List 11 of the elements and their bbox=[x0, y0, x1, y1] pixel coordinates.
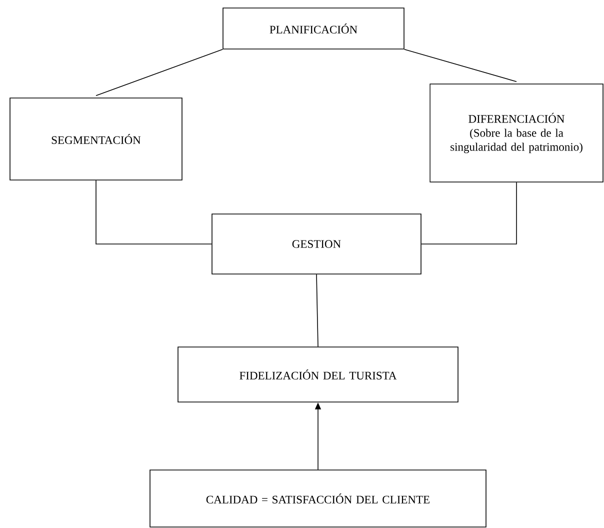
process-box: CALIDAD = SATISFACCIÓN DEL CLIENTE bbox=[150, 470, 486, 528]
process-box: FIDELIZACIÓN DEL TURISTA bbox=[178, 346, 458, 402]
connector-line bbox=[96, 180, 212, 244]
process-box: DIFERENCIACIÓN (Sobre la base de la singularidad del patrimonio) bbox=[430, 84, 604, 182]
connector-line bbox=[316, 274, 318, 347]
process-box: SEGMENTACIÓN bbox=[10, 98, 182, 180]
process-box: PLANIFICACIÓN bbox=[222, 8, 404, 50]
connector-line bbox=[96, 49, 223, 96]
connector-line bbox=[421, 182, 517, 244]
connector-line bbox=[404, 49, 517, 82]
process-box: GESTION bbox=[212, 214, 422, 274]
